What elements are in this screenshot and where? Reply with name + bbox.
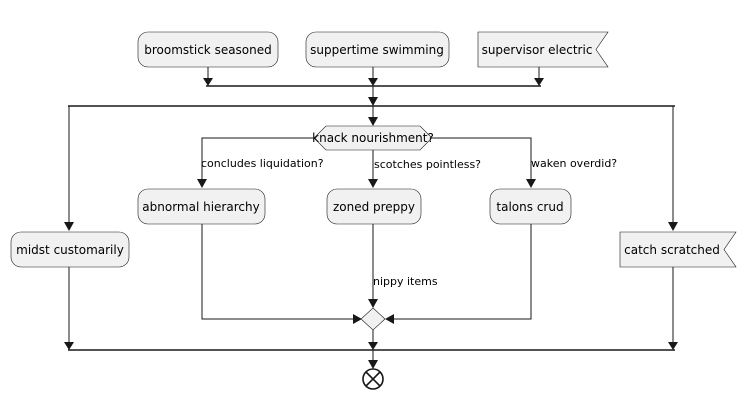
activity-midst-customarily-label: midst customarily bbox=[16, 243, 124, 257]
end-cross-circle-icon bbox=[362, 368, 384, 390]
decision-knack-nourishment-label: knack nourishment? bbox=[312, 131, 434, 145]
activity-midst-customarily: midst customarily bbox=[10, 231, 130, 268]
arrowhead bbox=[534, 78, 544, 86]
activity-broomstick-seasoned-label: broomstick seasoned bbox=[144, 43, 272, 57]
activity-zoned-preppy-label: zoned preppy bbox=[333, 200, 415, 214]
arrowhead bbox=[64, 342, 74, 350]
flag-supervisor-electric: supervisor electric bbox=[477, 31, 609, 68]
branch-label-right: waken overdid? bbox=[531, 157, 617, 170]
arrowhead bbox=[203, 78, 213, 86]
activity-suppertime-swimming-label: suppertime swimming bbox=[310, 43, 444, 57]
arrowhead bbox=[368, 179, 378, 188]
arrowhead bbox=[368, 360, 378, 369]
activity-broomstick-seasoned: broomstick seasoned bbox=[137, 31, 279, 68]
arrowhead bbox=[197, 179, 207, 188]
branch-label-left: concludes liquidation? bbox=[201, 157, 324, 170]
edge-talons-merge bbox=[392, 224, 532, 320]
edge-branch-left bbox=[201, 137, 314, 180]
arrowhead bbox=[526, 179, 536, 188]
activity-suppertime-swimming: suppertime swimming bbox=[305, 31, 450, 68]
flag-supervisor-electric-label: supervisor electric bbox=[482, 43, 593, 57]
decision-knack-nourishment: knack nourishment? bbox=[312, 125, 434, 151]
arrowhead bbox=[368, 78, 378, 86]
activity-abnormal-hierarchy: abnormal hierarchy bbox=[137, 188, 266, 225]
arrowhead bbox=[64, 222, 74, 231]
edge-abnormal-merge bbox=[201, 224, 355, 320]
activity-talons-crud-label: talons crud bbox=[496, 200, 563, 214]
arrowhead bbox=[368, 97, 378, 106]
arrowhead bbox=[368, 299, 378, 308]
activity-zoned-preppy: zoned preppy bbox=[326, 188, 422, 225]
edge-branch-right bbox=[432, 137, 532, 180]
flag-catch-scratched: catch scratched bbox=[619, 231, 737, 268]
arrowhead bbox=[368, 117, 378, 126]
flag-catch-scratched-label: catch scratched bbox=[624, 243, 720, 257]
arrowhead bbox=[668, 222, 678, 231]
branch-label-middle: scotches pointless? bbox=[374, 158, 481, 171]
arrowhead bbox=[368, 342, 378, 350]
merge-label-nippy: nippy items bbox=[373, 275, 438, 288]
merge-diamond bbox=[360, 307, 386, 331]
activity-talons-crud: talons crud bbox=[489, 188, 572, 225]
arrowhead bbox=[385, 314, 394, 324]
activity-abnormal-hierarchy-label: abnormal hierarchy bbox=[142, 200, 259, 214]
arrowhead bbox=[353, 314, 362, 324]
arrowhead bbox=[668, 342, 678, 350]
